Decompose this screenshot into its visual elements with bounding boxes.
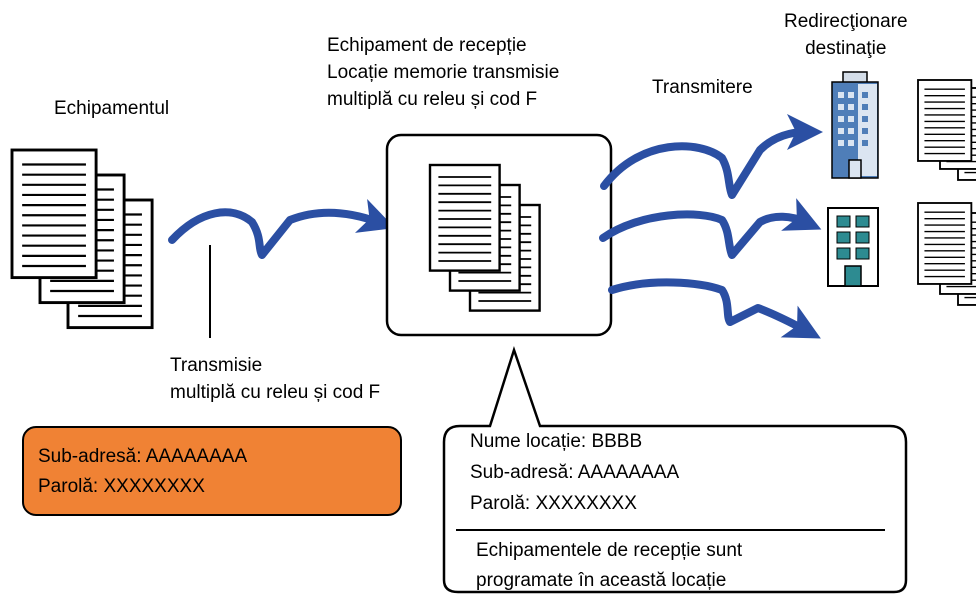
sender-sub-address: Sub-adresă: AAAAAAAA <box>38 446 248 467</box>
callout-note: Echipamentele de recepție sunt programat… <box>476 536 742 595</box>
forward-arrow-middle-icon <box>599 198 822 259</box>
destination-label-line-1: Redirecţionare <box>784 11 908 32</box>
destination-label: Redirecţionare destinaţie <box>784 8 908 62</box>
callout-location-name: Nume locație: BBBB <box>470 431 643 452</box>
forward-arrow-top-icon <box>600 114 823 199</box>
sender-label: Echipamentul <box>54 95 169 122</box>
callout-note-line-1: Echipamentele de recepție sunt <box>476 540 743 561</box>
destination-building-square-icon <box>827 207 879 287</box>
transmission-label-line-1: Transmisie <box>170 355 263 376</box>
callout-details: Nume locație: BBBB Sub-adresă: AAAAAAAA … <box>470 426 679 519</box>
relay-title: Echipament de recepție Locație memorie t… <box>327 32 559 113</box>
transmit-label: Transmitere <box>652 74 753 101</box>
transmit-label-text: Transmitere <box>652 77 753 98</box>
relay-title-line-2: Locație memorie transmisie <box>327 62 560 83</box>
relay-title-line-1: Echipament de recepție <box>327 35 527 56</box>
transmission-label-line-2: multiplă cu releu și cod F <box>170 382 381 403</box>
sender-info-box: Sub-adresă: AAAAAAAA Parolă: XXXXXXXX <box>22 426 402 516</box>
callout-note-line-2: programate în această locație <box>476 570 727 591</box>
callout-password: Parolă: XXXXXXXX <box>470 493 637 514</box>
forward-arrow-bottom-icon <box>608 278 821 339</box>
transmission-label: Transmisie multiplă cu releu și cod F <box>170 352 380 406</box>
sender-password: Parolă: XXXXXXXX <box>38 476 205 497</box>
destination-document-stack-middle-icon <box>917 202 976 306</box>
destination-label-line-2: destinaţie <box>805 38 887 59</box>
destination-document-stack-top-icon <box>917 79 976 181</box>
sender-document-stack-icon <box>10 148 154 330</box>
sender-label-text: Echipamentul <box>54 98 170 119</box>
destination-building-tall-icon <box>831 71 879 179</box>
relay-title-line-3: multiplă cu releu și cod F <box>327 89 538 110</box>
callout-sub-address: Sub-adresă: AAAAAAAA <box>470 462 680 483</box>
location-callout-bubble <box>442 345 908 594</box>
sender-to-relay-arrow-icon <box>168 198 395 259</box>
